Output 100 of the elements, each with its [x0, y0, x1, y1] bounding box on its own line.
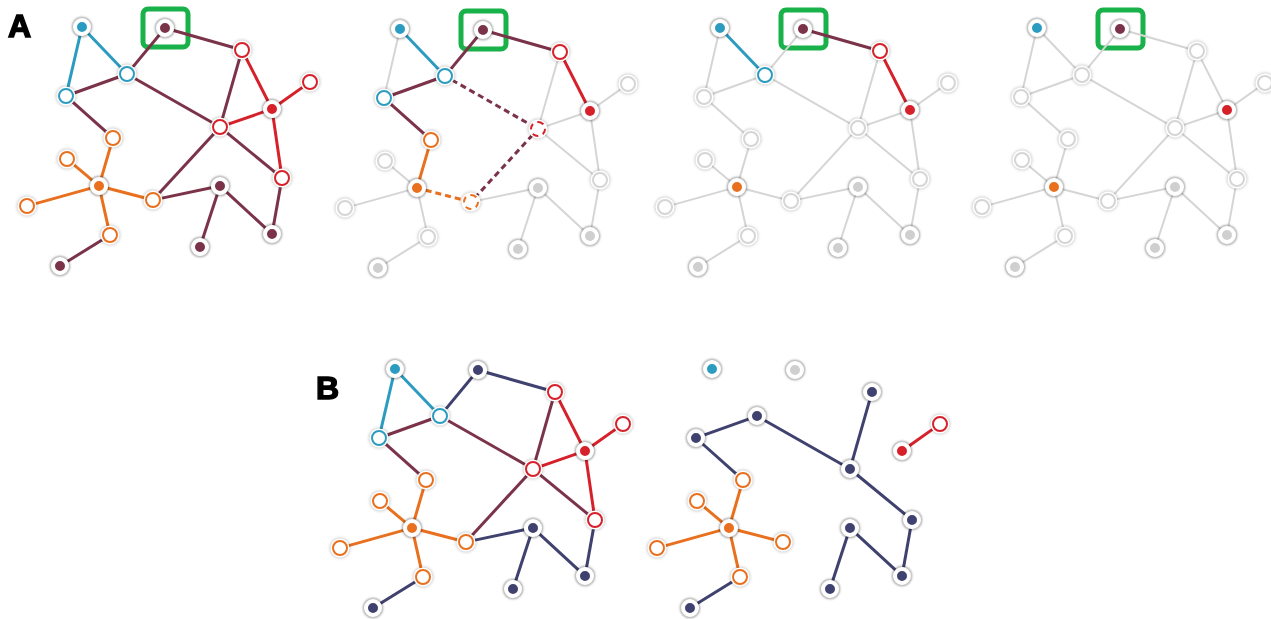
link-line: [473, 528, 525, 542]
node-circle: [850, 120, 866, 136]
link-line: [738, 145, 750, 180]
link-line: [400, 374, 436, 412]
node-circle: [234, 42, 250, 58]
link-line: [701, 442, 739, 476]
link-line: [557, 398, 583, 444]
link-line: [66, 35, 82, 89]
link-line: [1127, 30, 1191, 50]
filled-node-dot: [263, 100, 281, 118]
link-line: [519, 195, 537, 242]
link-line: [72, 163, 94, 182]
node-circle: [119, 66, 135, 82]
filled-node-dot: [1045, 178, 1063, 196]
link-line: [1199, 57, 1224, 103]
node-circle: [19, 198, 35, 214]
link-line: [34, 186, 91, 206]
link-line: [863, 132, 915, 175]
filled-node-dot: [90, 177, 108, 195]
node-circle: [592, 172, 608, 188]
link-line: [133, 76, 214, 125]
link-line: [882, 57, 908, 103]
link-line: [664, 528, 721, 548]
link-line: [390, 165, 412, 184]
link-line: [1112, 132, 1171, 197]
dashed-node-circle: [530, 121, 546, 137]
link-line: [1180, 192, 1222, 230]
link-line: [384, 240, 423, 265]
node-circle: [59, 151, 75, 167]
node-circle: [1074, 67, 1090, 83]
link-line: [1027, 164, 1049, 183]
link-line: [351, 189, 410, 207]
link-line: [770, 77, 853, 126]
node-circle: [105, 130, 121, 146]
link-line: [764, 419, 843, 466]
node-circle: [1167, 120, 1183, 136]
node-circle: [337, 200, 353, 216]
link-line: [769, 34, 799, 70]
link-line: [543, 133, 595, 176]
node-circle: [872, 43, 888, 59]
link-line: [420, 528, 459, 542]
link-line: [1042, 33, 1078, 71]
link-line: [708, 101, 747, 135]
link-line: [671, 188, 730, 206]
node-circle: [649, 540, 665, 556]
link-line: [130, 34, 161, 69]
link-line: [540, 452, 577, 468]
link-line: [1087, 77, 1170, 126]
node-circle: [423, 132, 439, 148]
link-line: [856, 473, 906, 516]
node-circle: [372, 493, 388, 509]
link-line: [729, 536, 740, 570]
link-line: [988, 188, 1047, 206]
node-circle: [274, 170, 290, 186]
link-line: [70, 100, 109, 134]
link-line: [486, 371, 548, 392]
node-circle: [58, 88, 74, 104]
link-line: [405, 34, 441, 72]
link-line: [1025, 101, 1064, 135]
link-line: [538, 533, 580, 571]
link-line: [225, 191, 267, 229]
link-line: [710, 164, 732, 183]
node-circle: [418, 472, 434, 488]
link-line: [272, 185, 283, 226]
node-circle: [420, 229, 436, 245]
link-line: [908, 427, 935, 447]
node-circle: [740, 228, 756, 244]
node-circle: [587, 512, 603, 528]
link-line: [491, 31, 553, 52]
link-line: [388, 102, 427, 136]
node-circle: [696, 89, 712, 105]
node-circle: [689, 493, 705, 509]
link-line: [533, 399, 555, 462]
link-line: [73, 75, 120, 95]
link-line: [1176, 57, 1196, 122]
node-circle: [1257, 75, 1271, 91]
node-circle: [1229, 171, 1245, 187]
link-line: [859, 57, 879, 122]
link-line: [1021, 239, 1060, 264]
link-line: [1233, 86, 1260, 106]
filled-node-dot: [720, 519, 738, 537]
link-line: [413, 487, 426, 520]
node-circle: [620, 76, 636, 92]
link-line: [1181, 111, 1220, 127]
link-line: [1086, 34, 1116, 70]
filled-node-dot: [403, 519, 421, 537]
link-line: [916, 86, 943, 106]
link-line: [220, 57, 242, 120]
link-line: [160, 186, 212, 200]
node-circle: [732, 569, 748, 585]
node-circle: [657, 199, 673, 215]
link-line: [1021, 35, 1036, 91]
node-circle: [743, 131, 759, 147]
node-circle: [1100, 193, 1116, 209]
node-circle: [1013, 89, 1029, 105]
link-line: [710, 76, 759, 96]
node-circle: [525, 461, 541, 477]
link-line: [725, 33, 761, 71]
link-line: [543, 193, 585, 231]
link-line: [173, 29, 235, 50]
